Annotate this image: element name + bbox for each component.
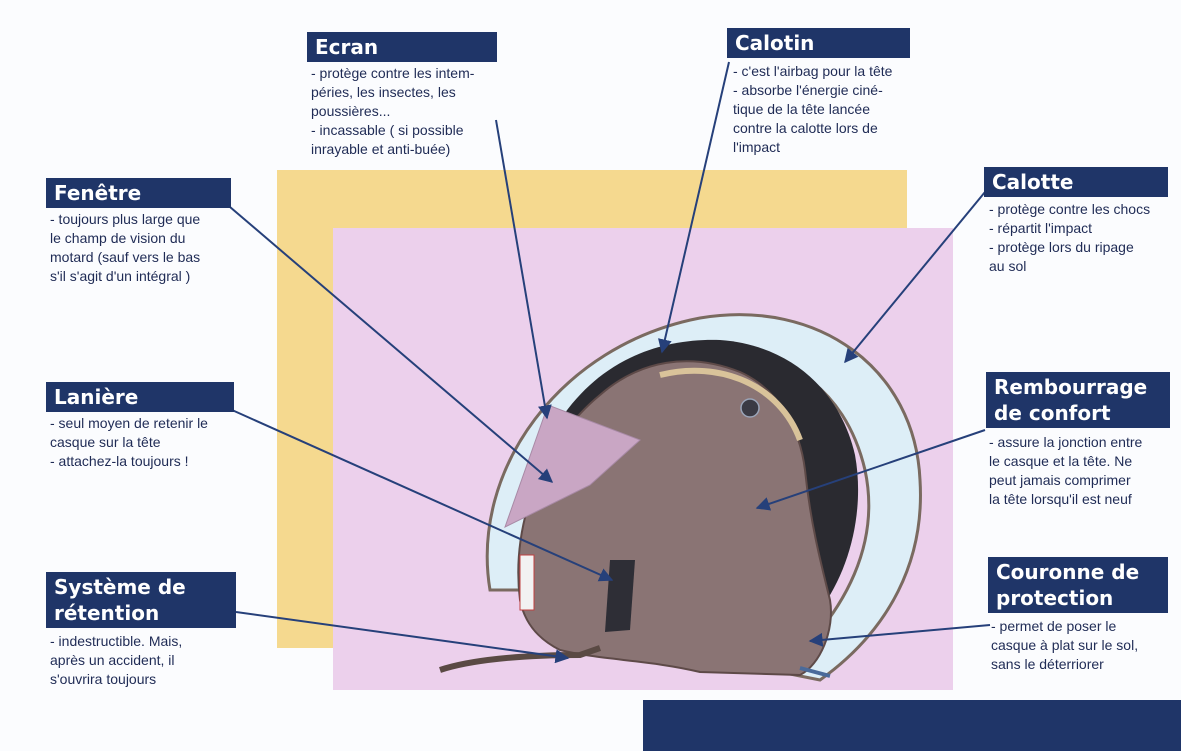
desc-line: le champ de vision du	[50, 229, 200, 248]
desc-line: - protège contre les intem-	[311, 64, 474, 83]
desc-line: s'ouvrira toujours	[50, 670, 182, 689]
callout-desc-couronne: - permet de poser le casque à plat sur l…	[991, 617, 1138, 674]
desc-line: - assure la jonction entre	[989, 433, 1142, 452]
desc-line: motard (sauf vers le bas	[50, 248, 200, 267]
desc-line: - protège lors du ripage	[989, 238, 1150, 257]
desc-line: sans le déterriorer	[991, 655, 1138, 674]
helmet-label-sticker	[520, 555, 534, 610]
desc-line: le casque et la tête. Ne	[989, 452, 1142, 471]
desc-line: péries, les insectes, les	[311, 83, 474, 102]
callout-title-systeme: Système de rétention	[46, 572, 236, 628]
desc-line: - indestructible. Mais,	[50, 632, 182, 651]
callout-desc-calotin: - c'est l'airbag pour la tête - absorbe …	[733, 62, 892, 157]
helmet-strap	[605, 560, 635, 632]
callout-desc-laniere: - seul moyen de retenir le casque sur la…	[50, 414, 208, 471]
callout-title-calotte: Calotte	[984, 167, 1168, 197]
desc-line: - c'est l'airbag pour la tête	[733, 62, 892, 81]
callout-title-couronne: Couronne de protection	[988, 557, 1168, 613]
desc-line: la tête lorsqu'il est neuf	[989, 490, 1142, 509]
callout-desc-systeme: - indestructible. Mais, après un acciden…	[50, 632, 182, 689]
desc-line: contre la calotte lors de	[733, 119, 892, 138]
desc-line: inrayable et anti-buée)	[311, 140, 474, 159]
desc-line: casque à plat sur le sol,	[991, 636, 1138, 655]
desc-line: tique de la tête lancée	[733, 100, 892, 119]
desc-line: après un accident, il	[50, 651, 182, 670]
callout-title-rembourrage-line1: Rembourrage	[994, 374, 1162, 400]
callout-title-rembourrage: Rembourrage de confort	[986, 372, 1170, 428]
callout-desc-calotte: - protège contre les chocs - répartit l'…	[989, 200, 1150, 276]
desc-line: - toujours plus large que	[50, 210, 200, 229]
desc-line: - attachez-la toujours !	[50, 452, 208, 471]
desc-line: - protège contre les chocs	[989, 200, 1150, 219]
arrow-fenetre	[230, 207, 552, 482]
arrow-calotin	[662, 62, 729, 352]
desc-line: casque sur la tête	[50, 433, 208, 452]
callout-desc-ecran: - protège contre les intem- péries, les …	[311, 64, 474, 159]
callout-title-systeme-line2: rétention	[54, 600, 228, 626]
callout-title-couronne-line2: protection	[996, 585, 1160, 611]
desc-line: poussières...	[311, 102, 474, 121]
callout-desc-fenetre: - toujours plus large que le champ de vi…	[50, 210, 200, 286]
desc-line: - incassable ( si possible	[311, 121, 474, 140]
callout-title-ecran: Ecran	[307, 32, 497, 62]
helmet-logo-badge	[741, 399, 759, 417]
desc-line: au sol	[989, 257, 1150, 276]
callout-title-systeme-line1: Système de	[54, 574, 228, 600]
callout-title-rembourrage-line2: de confort	[994, 400, 1162, 426]
callout-title-fenetre: Fenêtre	[46, 178, 231, 208]
arrow-ecran	[496, 120, 547, 418]
desc-line: - permet de poser le	[991, 617, 1138, 636]
desc-line: - seul moyen de retenir le	[50, 414, 208, 433]
desc-line: - répartit l'impact	[989, 219, 1150, 238]
callout-title-calotin: Calotin	[727, 28, 910, 58]
desc-line: s'il s'agit d'un intégral )	[50, 267, 200, 286]
arrow-systeme	[236, 612, 568, 658]
arrow-calotte	[845, 192, 985, 362]
callout-title-couronne-line1: Couronne de	[996, 559, 1160, 585]
desc-line: peut jamais comprimer	[989, 471, 1142, 490]
callout-title-laniere: Lanière	[46, 382, 234, 412]
desc-line: - absorbe l'énergie ciné-	[733, 81, 892, 100]
callout-desc-rembourrage: - assure la jonction entre le casque et …	[989, 433, 1142, 509]
desc-line: l'impact	[733, 138, 892, 157]
